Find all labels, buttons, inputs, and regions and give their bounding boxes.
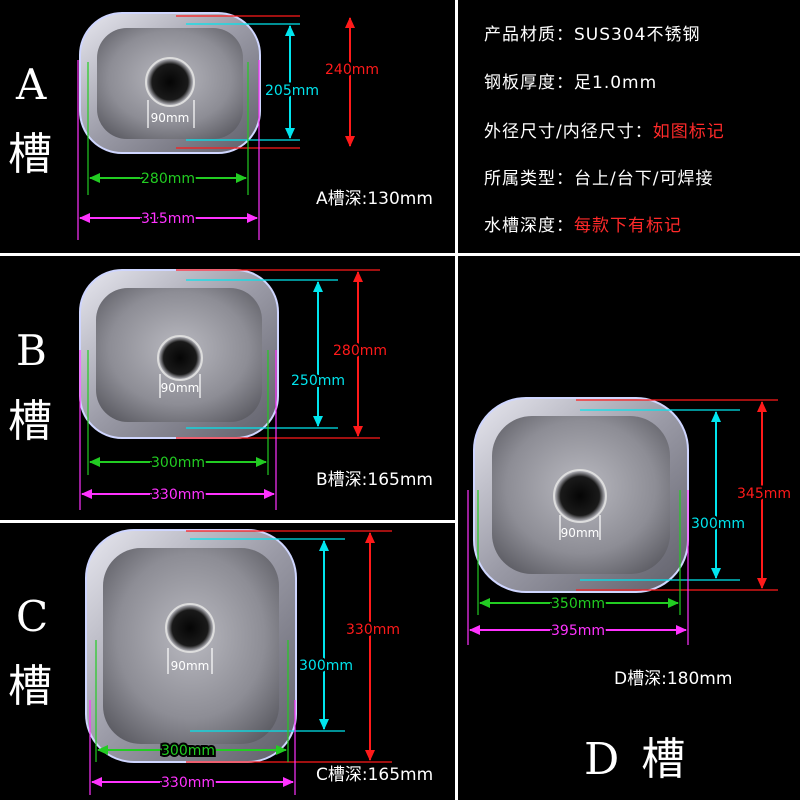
sink-d-depth: D槽深:180mm (614, 669, 733, 689)
sink-c-depth: C槽深:165mm (316, 765, 434, 785)
sink-c-inner-height: 300mm (299, 658, 353, 674)
spec-depth: 水槽深度：每款下有标记 (484, 211, 682, 236)
sink-c-char: 槽 (8, 661, 52, 712)
spec-dimensions: 外径尺寸/内径尺寸：如图标记 (484, 117, 725, 142)
sink-c-inner-width: 300mm (161, 743, 215, 759)
spec-label: 所属类型： (484, 169, 574, 189)
divider-vertical-bottom (455, 253, 458, 800)
sink-c-drain-label: 90mm (171, 659, 210, 673)
sink-d-outer-width: 395mm (551, 623, 605, 639)
sink-a-drain (145, 57, 195, 107)
sink-d-drain-label: 90mm (561, 526, 600, 540)
spec-type: 所属类型：台上/台下/可焊接 (484, 164, 713, 189)
sink-b-inner-width: 300mm (151, 455, 205, 471)
sink-a-inner-height: 205mm (265, 83, 319, 99)
sink-c-outer-height: 330mm (346, 622, 400, 638)
sink-b-drain-label: 90mm (161, 381, 200, 395)
spec-value: 每款下有标记 (574, 216, 682, 236)
sink-a-depth: A槽深:130mm (316, 189, 433, 209)
sink-d-char: 槽 (641, 734, 686, 785)
sink-c-outer-width: 330mm (161, 775, 215, 791)
sink-b (79, 269, 380, 510)
sink-d-letter: D (584, 734, 620, 785)
sink-c-drain (165, 603, 215, 653)
sink-b-outer-height: 280mm (333, 343, 387, 359)
spec-value: 足1.0mm (574, 73, 658, 93)
sink-d-outer-height: 345mm (737, 486, 791, 502)
sink-d-inner-height: 300mm (691, 516, 745, 532)
divider-vertical-top (455, 0, 458, 255)
sink-b-depth: B槽深:165mm (316, 470, 433, 490)
spec-label: 产品材质： (484, 25, 574, 45)
spec-value: 台上/台下/可焊接 (574, 169, 714, 189)
sink-a (77, 12, 355, 240)
spec-label: 钢板厚度： (484, 73, 574, 93)
sink-d-inner-width: 350mm (551, 596, 605, 612)
divider-horizontal-2 (0, 520, 457, 523)
sink-b-drain (157, 335, 203, 381)
sink-a-letter: A (16, 60, 47, 109)
spec-value: SUS304不锈钢 (574, 25, 701, 45)
sink-b-letter: B (16, 326, 47, 375)
sink-d-drain (553, 469, 607, 523)
spec-thickness: 钢板厚度：足1.0mm (484, 68, 657, 93)
sink-a-drain-label: 90mm (151, 111, 190, 125)
sink-a-outer-width: 315mm (141, 211, 195, 227)
sink-b-char: 槽 (8, 396, 52, 447)
sink-c-letter: C (16, 592, 49, 641)
spec-label: 外径尺寸/内径尺寸： (484, 122, 653, 142)
sink-a-char: 槽 (8, 129, 52, 180)
spec-value: 如图标记 (652, 122, 725, 142)
sink-b-outer-width: 330mm (151, 487, 205, 503)
spec-material: 产品材质：SUS304不锈钢 (484, 20, 700, 45)
sink-d (467, 397, 778, 645)
sink-b-inner-height: 250mm (291, 373, 345, 389)
sink-c (85, 529, 392, 795)
spec-label: 水槽深度： (484, 216, 574, 236)
sink-a-outer-height: 240mm (325, 62, 379, 78)
sink-a-inner-width: 280mm (141, 171, 195, 187)
divider-horizontal-1 (0, 253, 800, 256)
